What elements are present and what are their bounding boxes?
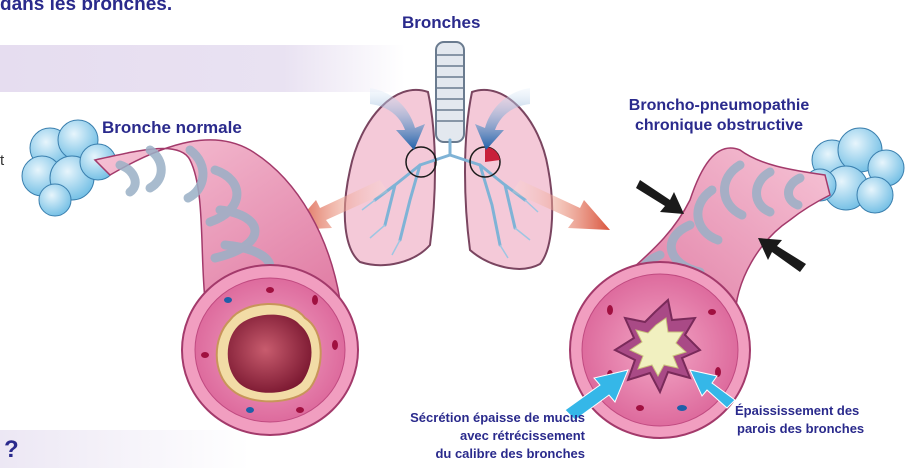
mucus-label-line2: avec rétrécissement bbox=[368, 428, 585, 443]
normal-bronchus-illustration bbox=[22, 120, 358, 435]
copd-label-line1: Broncho-pneumopathie bbox=[604, 97, 834, 115]
wall-label-line1: Épaississement des bbox=[735, 403, 859, 418]
wall-label-line2: parois des bronches bbox=[737, 421, 864, 436]
compression-arrow-bottom-icon bbox=[758, 238, 806, 272]
bronches-label: Bronches bbox=[402, 13, 480, 33]
lungs-illustration bbox=[345, 42, 552, 269]
normal-bronchus-label: Bronche normale bbox=[102, 118, 242, 138]
copd-bronchus-illustration bbox=[565, 128, 904, 438]
compression-arrow-top-icon bbox=[636, 180, 684, 214]
left-text-fragment: t bbox=[0, 152, 4, 169]
mucus-label-line1: Sécrétion épaisse de mucus bbox=[368, 410, 585, 425]
copd-label-line2: chronique obstructive bbox=[604, 117, 834, 135]
mucus-label-line3: du calibre des bronches bbox=[368, 446, 585, 461]
header-fragment: dans les bronches. bbox=[0, 0, 172, 16]
question-mark: ? bbox=[4, 436, 19, 464]
